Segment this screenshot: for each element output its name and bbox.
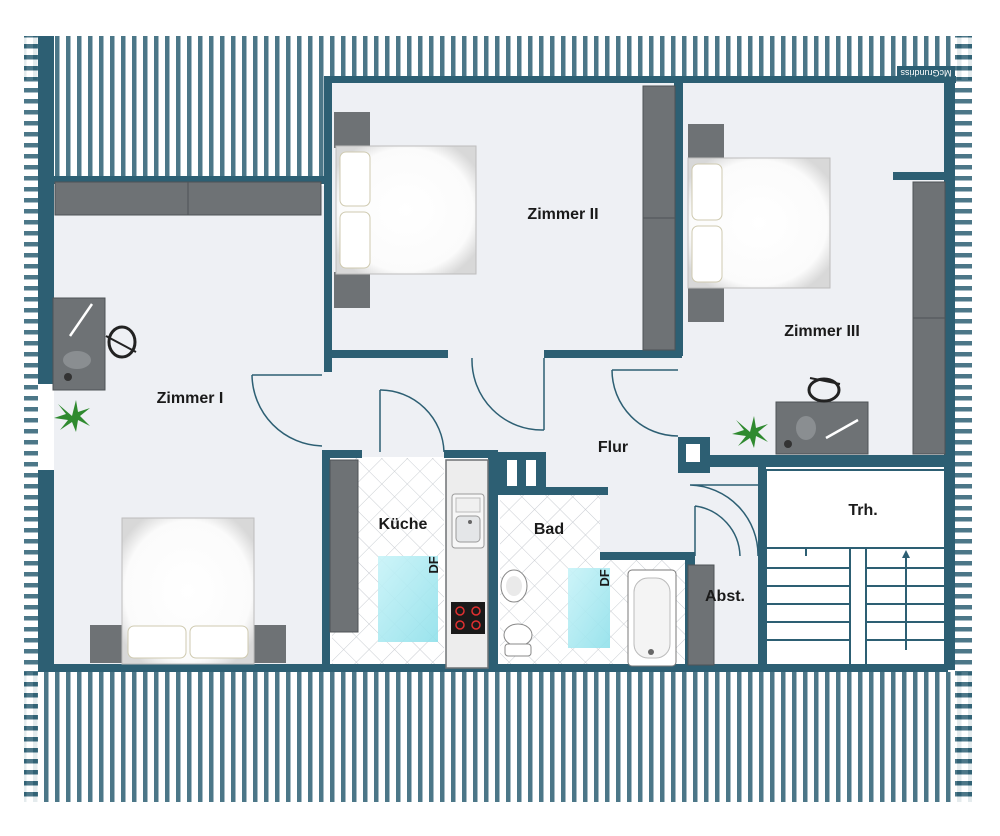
room-label-zimmer1: Zimmer I [157,390,224,407]
brand-label: McGrundriss [900,68,952,78]
wall-openings [38,384,700,486]
df-label-bath: DF [597,569,612,586]
roof-slope-bottom [24,672,972,802]
bathtub-icon [627,569,677,667]
room-label-bad: Bad [534,521,564,538]
bed-zimmer2 [334,112,477,308]
room-label-kueche: Küche [379,516,428,533]
room-label-trh: Trh. [848,502,877,519]
plant-icon [54,400,90,432]
cooktop-icon [451,602,485,634]
stair-arrow-icon [902,550,910,558]
skylight-kitchen [378,556,438,642]
brand-tag [897,66,955,80]
room-label-zimmer3: Zimmer III [784,323,860,340]
skylight-bath [568,568,610,648]
room-label-abst: Abst. [705,588,745,605]
toilet-icon [503,623,533,657]
staircase [765,469,947,667]
room-label-zimmer2: Zimmer II [527,206,598,223]
roof-slope-sides [24,36,972,802]
df-label-kitchen: DF [426,556,441,573]
desk-zimmer1 [52,297,137,391]
wardrobes [54,85,946,666]
bed-zimmer1 [90,517,286,665]
bed-zimmer3 [687,124,831,322]
doors [251,357,759,557]
desk-zimmer3 [775,377,869,455]
plant-icon-2 [732,416,768,448]
kitchen-counter [445,459,489,669]
room-label-flur: Flur [598,439,628,456]
walls [38,36,956,672]
washbasin-icon [500,569,528,603]
